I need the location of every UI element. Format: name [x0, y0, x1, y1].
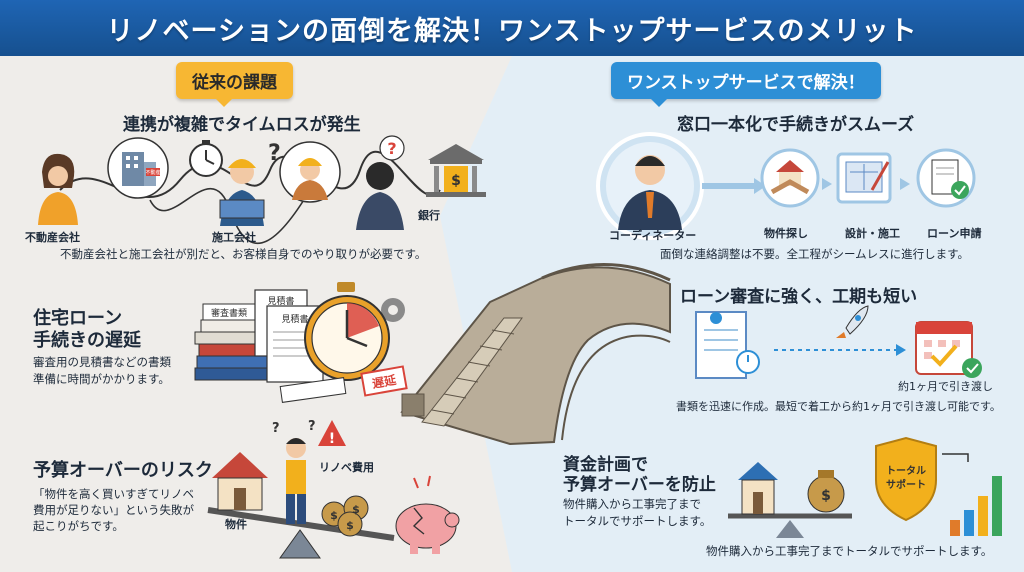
svg-text:$: $ [330, 509, 338, 522]
stone-bridge-illustration [400, 263, 671, 446]
svg-text:$: $ [451, 173, 461, 189]
svg-text:審査書類: 審査書類 [211, 307, 247, 319]
right-section3-desc-line1: 物件購入から工事完了まで [563, 497, 701, 511]
growth-bar-chart-icon [942, 453, 1002, 536]
support-shield-icon: トータル サポート [875, 436, 937, 522]
label-coordinator: コーディネーター [609, 229, 697, 242]
bank-icon: $ [426, 144, 486, 197]
svg-text:不動産: 不動産 [145, 169, 160, 176]
house-icon [212, 452, 268, 511]
worker-bubble-icon [279, 141, 341, 203]
badge-traditional-issues: 従来の課題 [176, 62, 293, 107]
left-section2-illustration: 審査書類 見積書 見積書 遅延 [194, 282, 408, 403]
right-section1-illustration [596, 132, 976, 240]
right-section3-title-line1: 資金計画で [563, 455, 648, 475]
right-section2-note: 書類を迅速に作成。最短で着工から約1ヶ月で引き渡し可能です。 [676, 400, 1001, 413]
label-step-design-construction: 設計・施工 [845, 227, 900, 240]
label-property: 物件 [225, 518, 247, 531]
badge-left-label: 従来の課題 [192, 73, 277, 93]
alarm-clock-icon [304, 282, 390, 381]
svg-text:サポート: サポート [886, 478, 926, 491]
left-section2-title-line1: 住宅ローン [33, 308, 123, 329]
rocket-icon [836, 305, 869, 338]
right-section3-desc-line2: トータルでサポートします。 [563, 514, 712, 528]
svg-text:$: $ [346, 519, 354, 532]
blueprint-step-icon [836, 152, 892, 204]
svg-text:?: ? [272, 421, 280, 436]
stopwatch-icon [189, 140, 223, 177]
estimate-document-icon: 見積書 見積書 [254, 289, 324, 383]
label-step-property-search: 物件探し [764, 227, 808, 240]
warning-icon: ! [318, 420, 346, 447]
construction-worker-icon [219, 159, 265, 226]
loan-application-step-icon [916, 148, 976, 208]
svg-text:$: $ [821, 488, 831, 504]
left-section3-desc-line1: 「物件を高く買いすぎてリノベ [33, 487, 194, 501]
broken-piggy-bank-icon [395, 475, 460, 554]
woman-icon [38, 153, 78, 225]
fast-document-icon [695, 311, 760, 379]
svg-text:?: ? [308, 419, 316, 434]
right-section2-illustration [695, 305, 982, 379]
left-section2-desc-line2: 準備に時間がかかります。 [33, 372, 170, 386]
label-contractor: 施工会社 [212, 231, 256, 244]
left-section1-note: 不動産会社と施工会社が別だと、お客様自身でのやり取りが必要です。 [60, 247, 427, 261]
left-section3-illustration: ? ? ! $ $ $ [207, 419, 460, 559]
svg-text:?: ? [387, 139, 396, 158]
money-bags-icon: $ $ $ [321, 495, 369, 537]
left-section2-desc-line1: 審査用の見積書などの書類 [33, 355, 171, 369]
svg-text:見積書: 見積書 [281, 313, 308, 325]
right-section3-title-line2: 予算オーバーを防止 [563, 475, 716, 495]
svg-text:!: ! [329, 431, 335, 447]
left-section2-title-line2: 手続きの遅延 [33, 330, 141, 351]
customer-back-icon [356, 162, 404, 230]
label-bank: 銀行 [418, 209, 440, 222]
badge-right-label: ワンストップサービスで解決！ [627, 73, 865, 93]
label-handover-1month: 約1ヶ月で引き渡し [898, 380, 993, 393]
balanced-scale-icon: $ [728, 462, 852, 538]
svg-text:?: ? [268, 141, 281, 166]
svg-text:見積書: 見積書 [267, 295, 294, 307]
svg-text:$: $ [352, 503, 360, 516]
left-section1-title: 連携が複雑でタイムロスが発生 [123, 115, 361, 135]
calendar-icon [915, 321, 982, 378]
left-section3-desc-line3: 起こりがちです。 [33, 519, 124, 533]
label-step-loan-application: ローン申請 [927, 227, 982, 240]
right-section3-note: 物件購入から工事完了までトータルでサポートします。 [706, 544, 993, 558]
right-section2-title: ローン審査に強く、工期も短い [680, 287, 918, 307]
coordinator-avatar [596, 132, 704, 240]
page-title: リノベーションの面倒を解決！ワンストップサービスのメリット [106, 15, 918, 47]
worried-man-icon [286, 438, 306, 524]
question-bubble-icon: ? [379, 135, 405, 161]
label-renovation-cost: リノベ費用 [319, 461, 374, 474]
office-building-icon: 不動産 [107, 137, 169, 199]
svg-text:トータル: トータル [886, 465, 926, 477]
left-section3-title: 予算オーバーのリスク [33, 460, 213, 481]
gear-icon [381, 298, 405, 322]
badge-onestop-solution: ワンストップサービスで解決！ [611, 62, 881, 107]
left-section1-illustration: 不動産 ? ? $ [38, 135, 486, 245]
delay-stamp-icon: 遅延 [360, 365, 408, 397]
handshake-step-icon [760, 148, 820, 208]
right-section1-title: 窓口一本化で手続きがスムーズ [677, 115, 915, 135]
right-section1-note: 面倒な連絡調整は不要。全工程がシームレスに進行します。 [660, 247, 970, 261]
svg-text:遅延: 遅延 [371, 372, 398, 391]
left-section3-desc-line2: 費用が足りない」という失敗が [33, 503, 194, 517]
right-section3-illustration: $ トータル サポート [728, 436, 1002, 538]
header-banner: リノベーションの面倒を解決！ワンストップサービスのメリット [0, 0, 1024, 56]
label-realestate: 不動産会社 [25, 231, 80, 244]
